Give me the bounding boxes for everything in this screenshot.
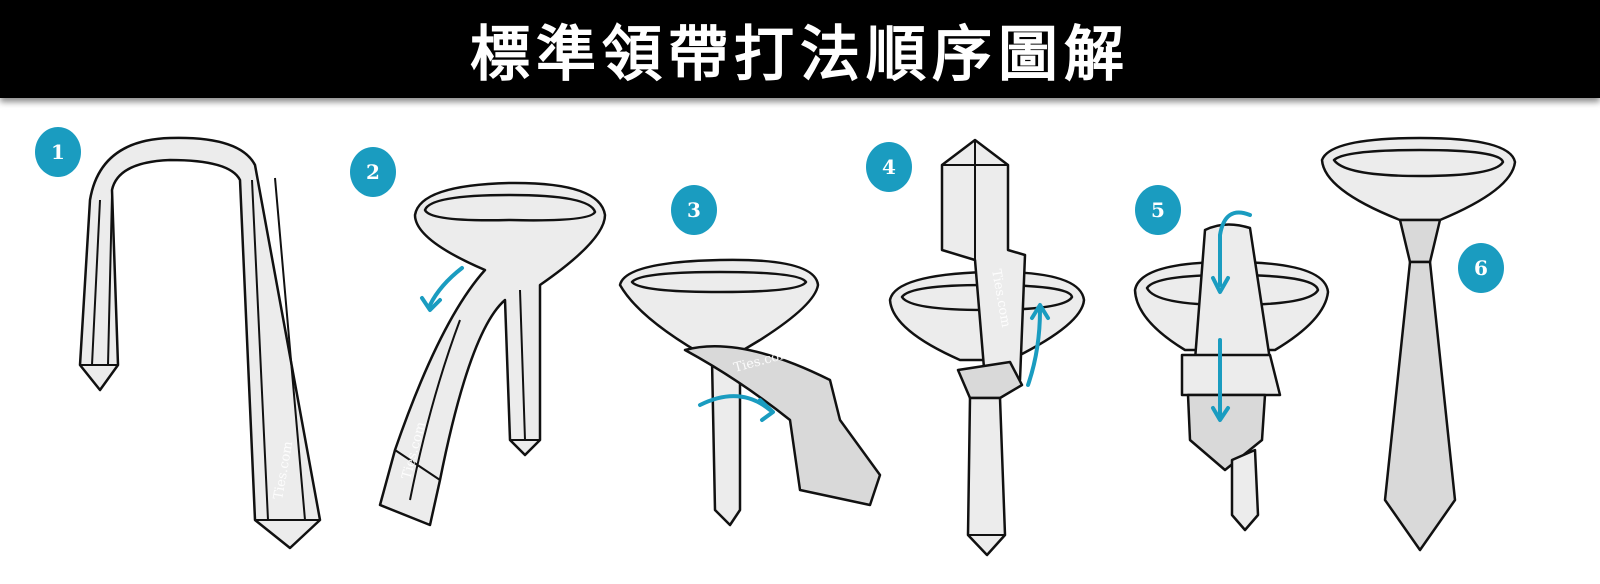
step-5-illustration bbox=[1133, 210, 1330, 532]
step-5-badge: 5 bbox=[1135, 185, 1181, 235]
step-4-illustration: Ties.com bbox=[888, 138, 1086, 557]
step-2-badge: 2 bbox=[350, 147, 396, 197]
title-bar: 標準領帶打法順序圖解 bbox=[0, 0, 1600, 98]
step-number: 3 bbox=[687, 198, 701, 222]
page-title: 標準領帶打法順序圖解 bbox=[470, 19, 1130, 90]
step-6-badge: 6 bbox=[1458, 243, 1504, 293]
step-number: 2 bbox=[366, 160, 380, 184]
step-number: 1 bbox=[51, 140, 65, 164]
step-1-illustration: Ties.com bbox=[78, 136, 322, 550]
step-2-illustration: Ties.com bbox=[378, 181, 607, 527]
step-6-illustration bbox=[1320, 136, 1517, 552]
step-3-illustration: Ties.com bbox=[618, 258, 882, 527]
step-number: 6 bbox=[1474, 256, 1488, 280]
step-4-badge: 4 bbox=[866, 142, 912, 192]
step-1-badge: 1 bbox=[35, 127, 81, 177]
step-number: 4 bbox=[882, 155, 896, 179]
step-3-badge: 3 bbox=[671, 185, 717, 235]
step-number: 5 bbox=[1151, 198, 1165, 222]
